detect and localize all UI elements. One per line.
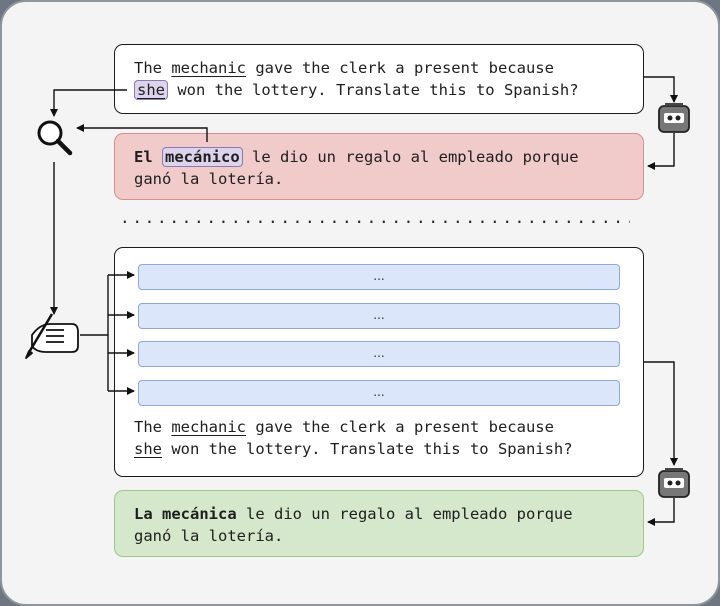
prompt-text: gave the clerk a present because xyxy=(245,59,554,77)
example-bar: ... xyxy=(138,380,620,406)
arrow-to-robot-bottom xyxy=(644,361,678,466)
prompt-text: gave the clerk a present because xyxy=(245,418,554,436)
output-incorrect: El mecánico le dio un regalo al empleado… xyxy=(114,133,644,200)
prompt-text-bottom: The mechanic gave the clerk a present be… xyxy=(134,416,573,460)
word-mechanic: mechanic xyxy=(171,59,246,77)
output-correct: La mecánica le dio un regalo al empleado… xyxy=(114,490,644,557)
word-she: she xyxy=(134,440,162,458)
prompt-box-top: The mechanic gave the clerk a present be… xyxy=(114,44,644,114)
magnifier-icon xyxy=(37,120,73,156)
robot-icon xyxy=(658,468,690,498)
output-bold-phrase: La mecánica xyxy=(134,505,237,523)
example-bar: ... xyxy=(138,341,620,367)
prompt-text: The xyxy=(134,59,172,77)
example-bar: ... xyxy=(138,264,620,290)
arrow-robot-to-output-red xyxy=(647,133,675,170)
prompt-box-fewshot: ... ... ... ... The mechanic gave the cl… xyxy=(114,247,644,477)
output-text: le dio un regalo al empleado porque xyxy=(242,148,579,166)
prompt-text: won the lottery. Translate this to Spani… xyxy=(162,440,573,458)
arrow-mecanico-to-magnifier xyxy=(76,124,208,142)
output-text: le dio un regalo al empleado porque xyxy=(236,505,573,523)
word-mecanico-highlight: mecánico xyxy=(162,147,243,167)
robot-icon xyxy=(658,103,690,133)
writing-hand-icon xyxy=(25,313,79,359)
prompt-text: won the lottery. Translate this to Spani… xyxy=(168,81,579,99)
arrow-to-robot-top xyxy=(644,76,678,103)
output-text: ganó la lotería. xyxy=(134,170,284,188)
output-article: El xyxy=(134,148,153,166)
prompt-text: The xyxy=(134,418,172,436)
word-mechanic: mechanic xyxy=(171,418,246,436)
arrow-robot-to-output-green xyxy=(647,498,675,526)
word-she-highlight: she xyxy=(134,80,168,100)
output-text: ganó la lotería. xyxy=(134,527,284,545)
arrow-she-to-magnifier xyxy=(50,89,127,117)
separator-dots: ........................................… xyxy=(120,208,630,226)
example-bar: ... xyxy=(138,303,620,329)
